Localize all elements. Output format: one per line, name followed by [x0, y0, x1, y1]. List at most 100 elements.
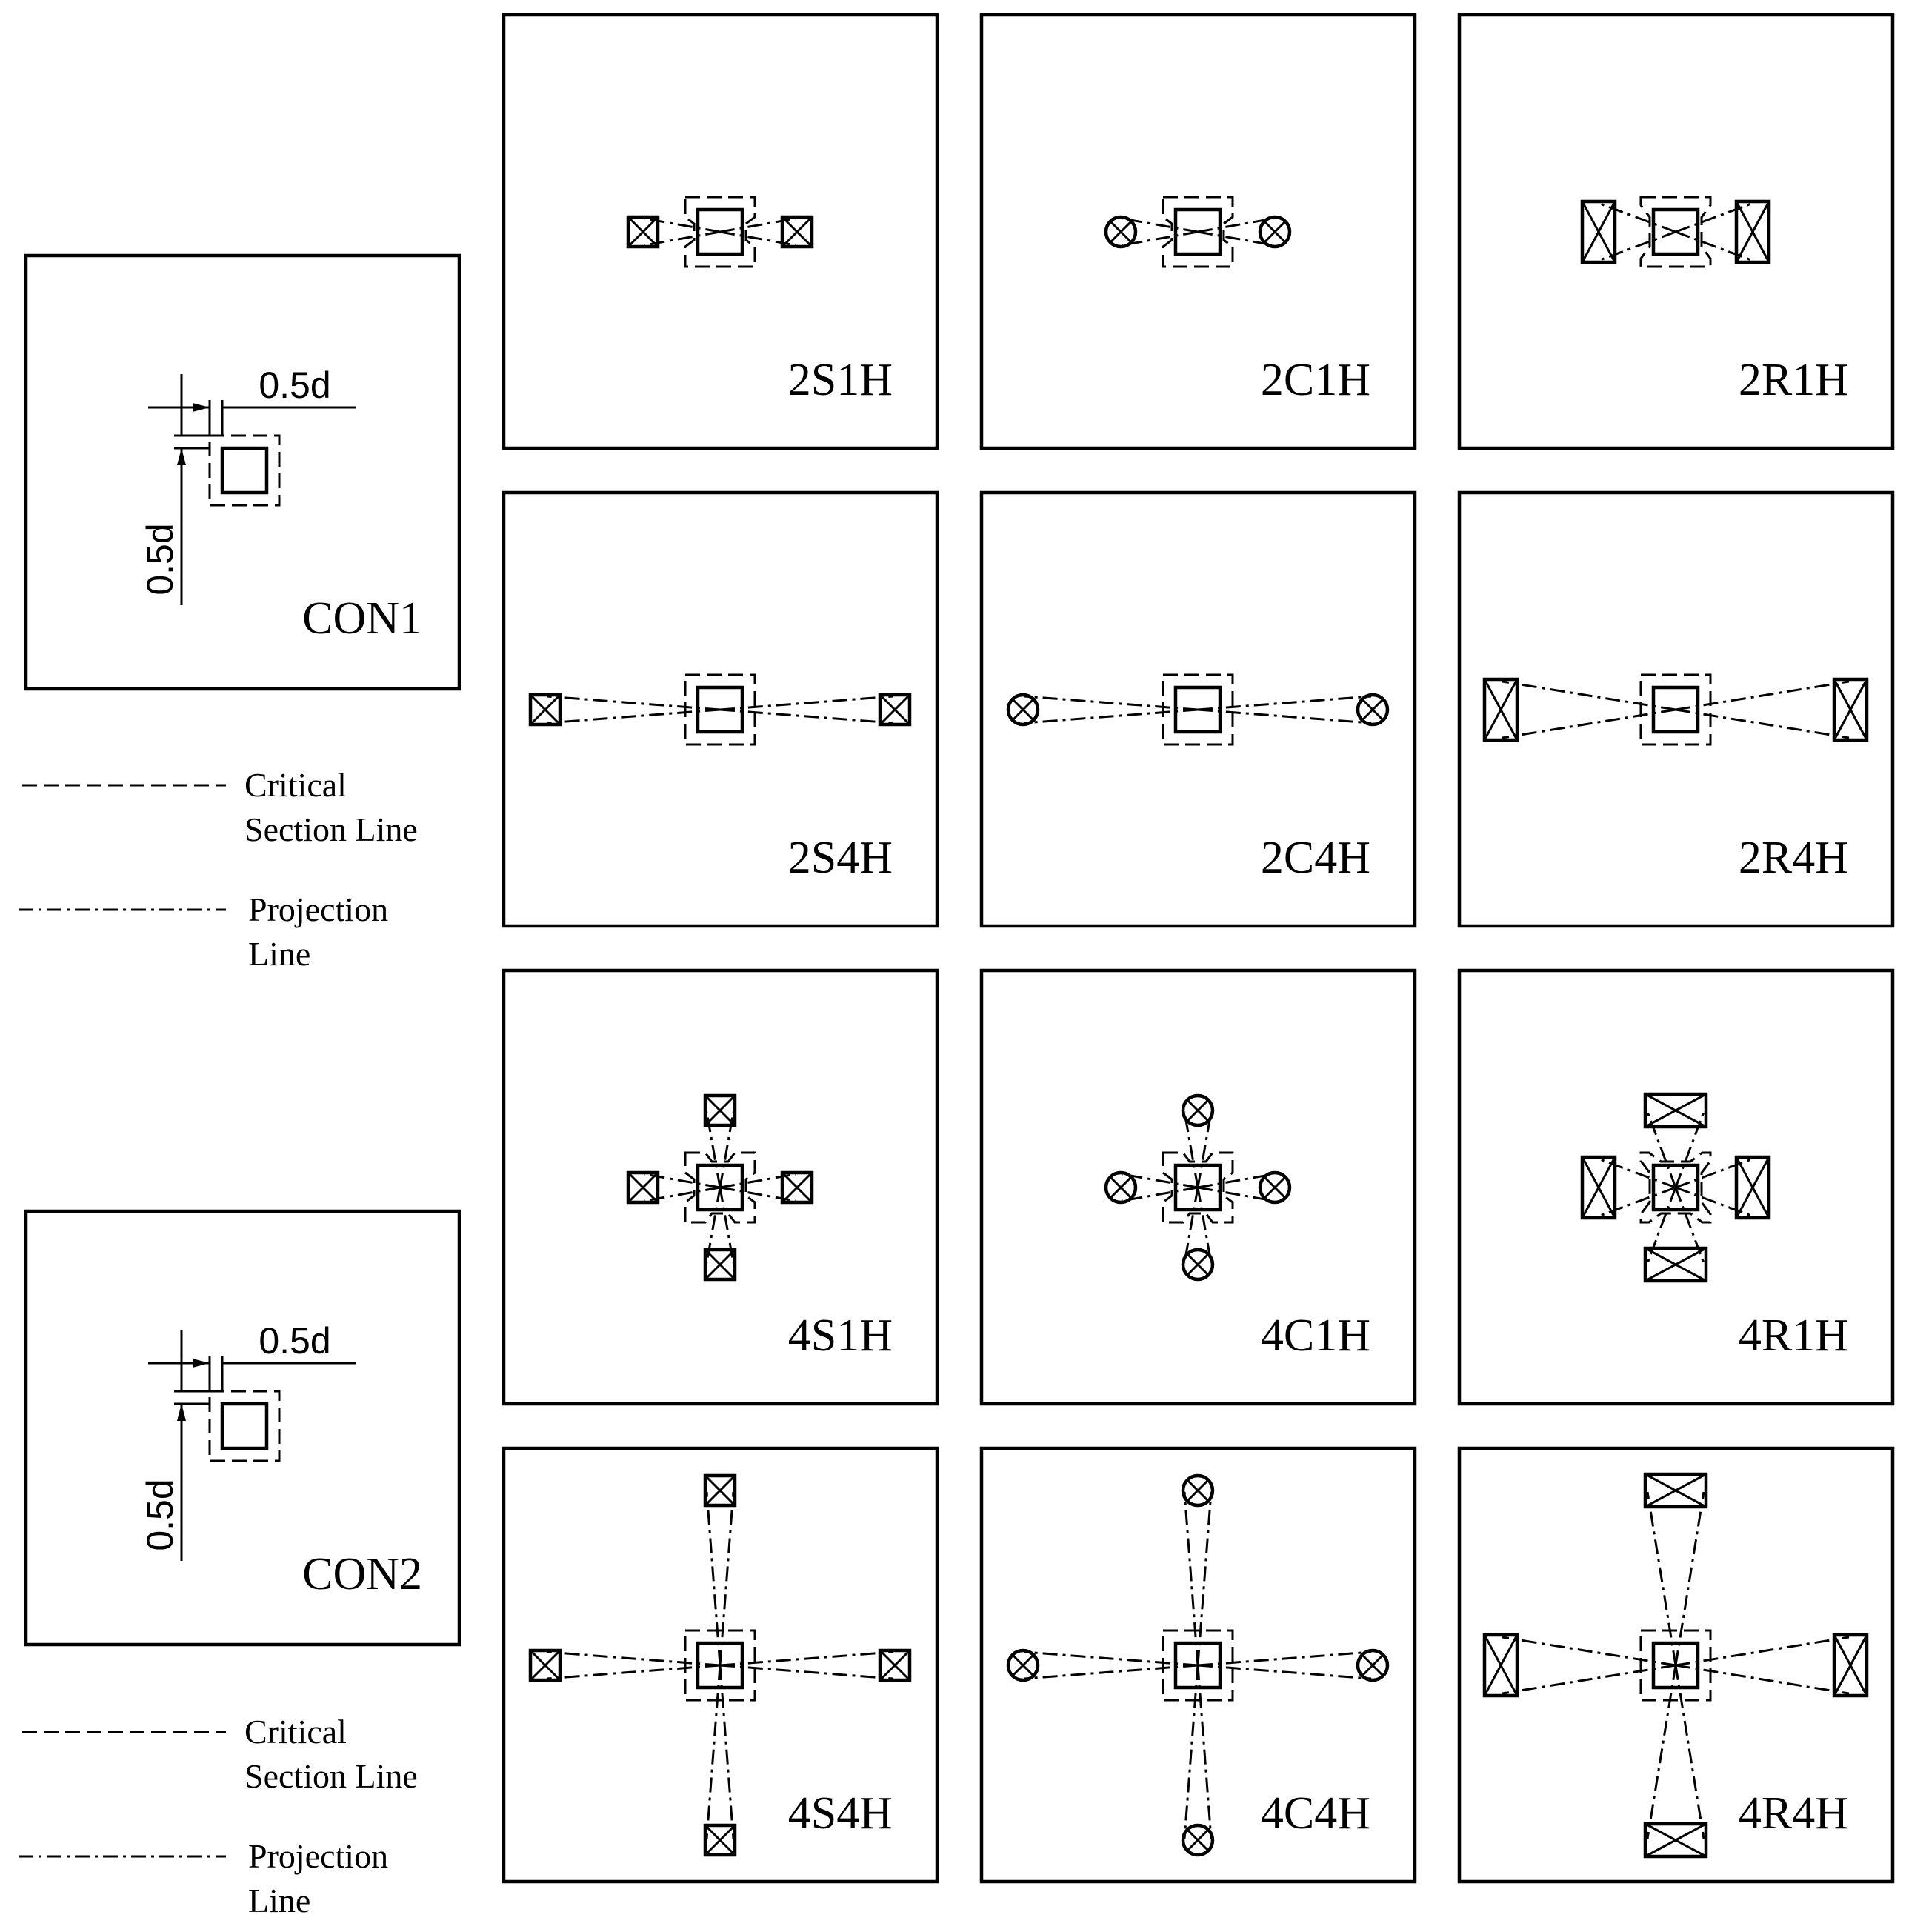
slab-outline	[502, 490, 939, 928]
hole-square	[878, 693, 912, 727]
panel-label: 2S4H	[788, 833, 893, 883]
panel-label: 4C4H	[1261, 1788, 1370, 1839]
hole-circle	[1104, 215, 1138, 249]
critical-section	[684, 1629, 756, 1702]
hole-cross-line	[781, 216, 813, 248]
projection-line	[1197, 708, 1372, 724]
panel-label: 2S1H	[788, 355, 893, 405]
hole-cross-line	[1109, 1176, 1133, 1199]
hole-square	[1643, 1092, 1708, 1129]
projection-line	[1599, 230, 1676, 262]
projection-line	[1197, 1186, 1274, 1202]
projection-line	[546, 708, 721, 724]
hole-cross-line	[1186, 1479, 1210, 1502]
hole-cross-line	[1735, 201, 1770, 263]
hole-square	[626, 1170, 660, 1205]
hole-square	[528, 693, 562, 727]
panel-label: 2C4H	[1261, 833, 1370, 883]
legend-critical-label: Critical	[244, 766, 347, 804]
hole-cross-line	[1011, 698, 1035, 722]
hole-circle	[1006, 693, 1040, 727]
projection-line	[1675, 1636, 1850, 1667]
hole-cross-line	[1645, 1247, 1707, 1282]
arrowhead	[177, 448, 186, 465]
critical-section	[208, 434, 281, 507]
projection-line	[1122, 1186, 1199, 1202]
hole-circle	[1258, 1170, 1292, 1205]
hole-square	[1482, 1633, 1519, 1698]
hole-square	[1482, 677, 1519, 742]
hole-cross-line	[1581, 201, 1616, 263]
hole-cross-line	[704, 1474, 736, 1507]
hole-cross-line	[1581, 1156, 1616, 1219]
critical-section	[1639, 1151, 1712, 1224]
hole-circle	[1181, 1248, 1215, 1282]
hole-cross-line	[704, 1248, 736, 1281]
slab-outline	[1457, 1446, 1895, 1884]
hole-circle	[1356, 693, 1390, 727]
hole-square	[626, 215, 660, 249]
projection-line	[546, 1650, 721, 1667]
dimension-label-vertical: 0.5d	[139, 1479, 181, 1550]
legend-critical-label: Section Line	[244, 810, 418, 848]
critical-section	[684, 196, 756, 268]
projection-line	[719, 708, 894, 724]
projection-line	[1646, 1491, 1677, 1666]
projection-line	[1502, 1664, 1676, 1695]
projection-line	[1197, 1650, 1372, 1667]
hole-cross-line	[1833, 679, 1868, 741]
projection-line	[719, 1491, 735, 1666]
slab-panel-4c4h: 4C4H	[979, 1446, 1417, 1884]
projection-line	[1599, 1186, 1676, 1217]
projection-line	[1122, 230, 1199, 247]
slab-outline	[502, 1446, 939, 1884]
hole-cross-line	[1645, 1473, 1707, 1508]
slab-panel-4c1h: 4C1H	[979, 968, 1417, 1406]
projection-line	[1197, 230, 1274, 247]
panel-label: 2C1H	[1261, 355, 1370, 405]
hole-cross-line	[529, 693, 562, 726]
projection-line	[1183, 1111, 1199, 1188]
panel-label: 4S4H	[788, 1788, 893, 1839]
hole-circle	[1181, 1093, 1215, 1127]
projection-line	[1675, 230, 1752, 262]
hole-cross-line	[1833, 1634, 1868, 1696]
projection-line	[1599, 202, 1676, 233]
projection-line	[1197, 1664, 1372, 1680]
hole-cross-line	[1361, 1653, 1384, 1677]
panel-label: 4R4H	[1739, 1788, 1848, 1839]
column	[1173, 207, 1222, 256]
hole-cross-line	[1735, 1156, 1770, 1219]
projection-line	[1024, 708, 1199, 724]
projection-line	[1196, 1665, 1213, 1839]
projection-line	[1183, 1187, 1199, 1264]
projection-line	[1183, 1491, 1199, 1666]
hole-square	[1643, 1472, 1708, 1509]
projection-line	[1646, 1665, 1677, 1839]
projection-line	[546, 695, 721, 711]
panel-label: 4S1H	[788, 1310, 893, 1361]
projection-line	[1502, 708, 1676, 739]
hole-square	[703, 1093, 737, 1127]
critical-section	[1162, 196, 1234, 268]
slab-panel-2s4h: 2S4H	[502, 490, 939, 928]
hole-cross-line	[1109, 220, 1133, 244]
hole-cross-line	[1483, 1634, 1519, 1696]
hole-cross-line	[1483, 679, 1519, 741]
slab-outline	[24, 253, 461, 691]
hole-square	[703, 1248, 737, 1282]
projection-line	[1196, 1187, 1213, 1264]
projection-line	[1024, 695, 1199, 711]
panel-label: 2R4H	[1739, 833, 1848, 883]
hole-cross-line	[879, 693, 911, 726]
hole-cross-line	[1645, 1093, 1707, 1128]
hole-cross-line	[627, 1171, 659, 1204]
dimension-label-horizontal: 0.5d	[259, 364, 330, 406]
dimension-label-horizontal: 0.5d	[259, 1320, 330, 1362]
projection-line	[1197, 1173, 1274, 1189]
dimension-label-vertical: 0.5d	[139, 523, 181, 595]
projection-line	[1024, 1664, 1199, 1680]
slab-panel-2r1h: 2R1H	[1457, 13, 1895, 450]
